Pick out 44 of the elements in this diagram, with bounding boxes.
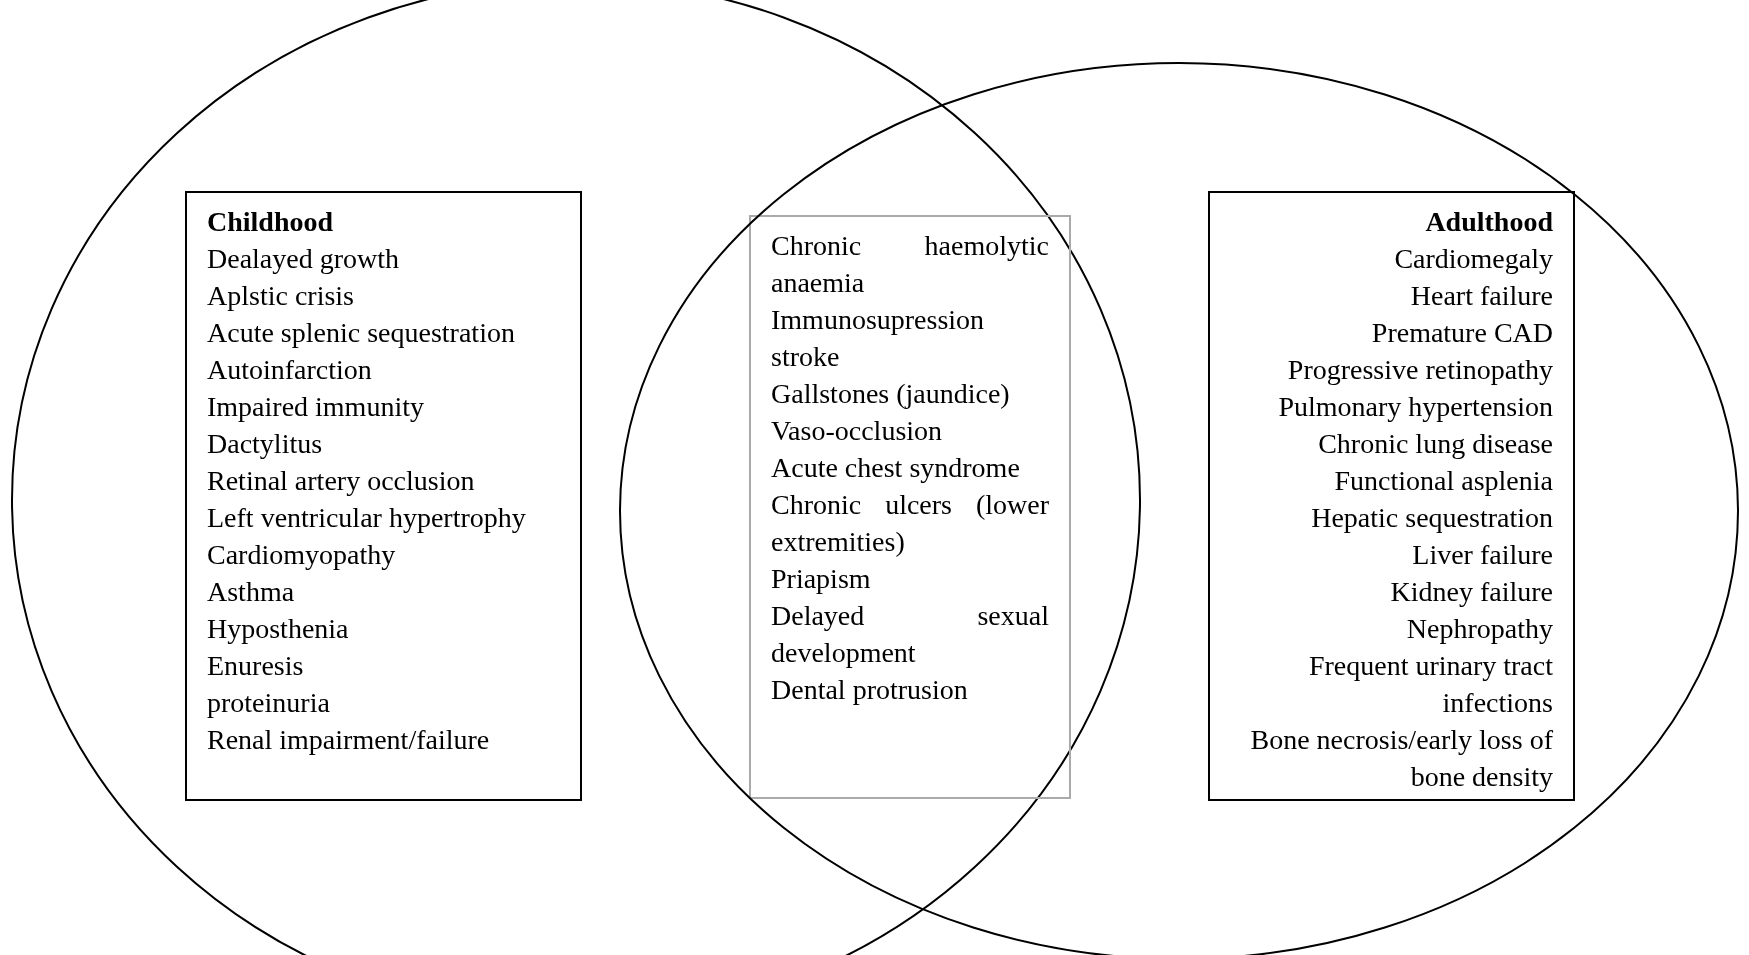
list-item: Enuresis — [207, 649, 305, 683]
list-item: Cardiomyopathy — [207, 538, 397, 572]
heading: Childhood — [207, 205, 335, 239]
list-item: Asthma — [207, 575, 296, 609]
list-item: Progressive retinopathy — [1286, 353, 1553, 387]
list-item: Hepatic sequestration — [1310, 501, 1553, 535]
list-box — [185, 191, 582, 801]
list-item: Delayed sexual development — [771, 599, 1049, 670]
ellipse-outline — [11, 0, 1141, 955]
list-item: proteinuria — [207, 686, 331, 720]
list-item: Hyposthenia — [207, 612, 350, 646]
list-item: Autoinfarction — [207, 353, 373, 387]
list-item: Cardiomegaly — [1393, 242, 1553, 276]
list-item: Retinal artery occlusion — [207, 464, 476, 498]
list-item: Frequent urinary tract infections — [1307, 649, 1553, 720]
list-item: Kidney failure — [1389, 575, 1553, 609]
list-item: Heart failure — [1409, 279, 1553, 313]
list-item: stroke — [771, 340, 841, 374]
list-item: Left ventricular hypertrophy — [207, 501, 527, 535]
list-item: Acute splenic sequestration — [207, 316, 516, 350]
list-item: Chronic haemolytic anaemia — [771, 229, 1049, 300]
list-item: Dealayed growth — [207, 242, 401, 276]
list-item: Chronic ulcers (lower extremities) — [771, 488, 1049, 559]
list-item: Dactylitus — [207, 427, 324, 461]
list-item: Vaso-occlusion — [771, 414, 944, 448]
list-item: Gallstones (jaundice) — [771, 377, 1011, 411]
list-item: Liver failure — [1411, 538, 1553, 572]
list-item: Chronic lung disease — [1317, 427, 1553, 461]
list-item: Functional asplenia — [1333, 464, 1553, 498]
list-item: Dental protrusion — [771, 673, 969, 707]
list-item: Nephropathy — [1405, 612, 1553, 646]
list-item: Premature CAD — [1370, 316, 1553, 350]
heading: Adulthood — [1424, 205, 1553, 239]
list-item: Acute chest syndrome — [771, 451, 1021, 485]
ellipse-outline — [619, 62, 1739, 955]
list-box — [749, 215, 1071, 799]
list-item: Immunosupression — [771, 303, 986, 337]
list-item: Bone necrosis/early loss of bone density — [1249, 723, 1553, 794]
list-item: Aplstic crisis — [207, 279, 355, 313]
list-item: Impaired immunity — [207, 390, 425, 424]
list-item: Pulmonary hypertension — [1277, 390, 1553, 424]
list-box — [1208, 191, 1575, 801]
list-item: Priapism — [771, 562, 872, 596]
list-item: Renal impairment/failure — [207, 723, 491, 757]
